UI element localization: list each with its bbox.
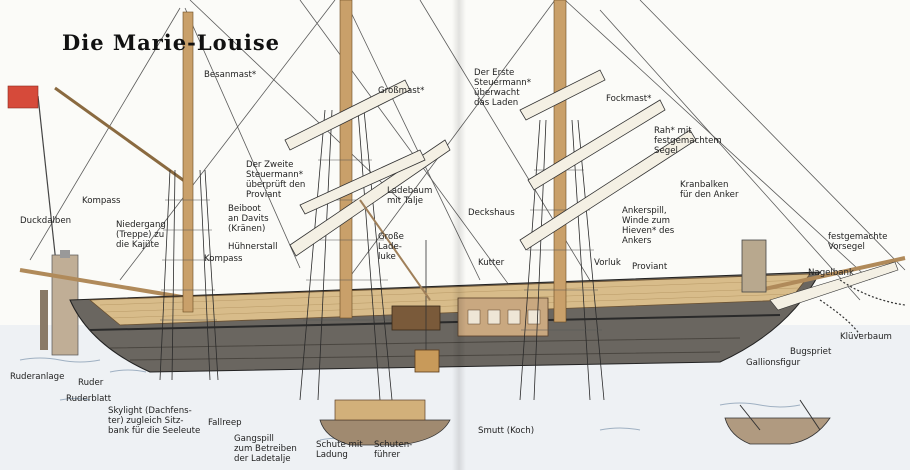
flag (7, 85, 39, 109)
label-fockmast: Fockmast* (606, 94, 652, 104)
label-kranbalken: Kranbalken für den Anker (680, 180, 739, 200)
page-gutter (452, 0, 466, 470)
label-ruderanlage: Ruderanlage (10, 372, 65, 382)
label-vorluk: Vorluk (594, 258, 621, 268)
rowing-boat (724, 417, 831, 445)
label-duckdalben: Duckdalben (20, 216, 72, 226)
yards-furled-sails (284, 69, 697, 257)
deck-planks (99, 279, 806, 319)
cargo-crate (414, 349, 440, 373)
rigging (29, 0, 906, 331)
label-schutenfuehrer: Schuten- führer (374, 440, 413, 460)
bugspriet-spar (759, 256, 906, 292)
gaff (54, 86, 191, 187)
label-grossmast: Großmast* (378, 86, 425, 96)
label-rah: Rah* mit festgemachtem Segel (654, 126, 722, 156)
label-gallionsfigur: Gallionsfigur (746, 358, 801, 368)
label-beiboot: Beiboot an Davits (Kränen) (228, 204, 269, 234)
label-schute: Schute mit Ladung (316, 440, 363, 460)
label-kutter: Kutter (478, 258, 505, 268)
oars (739, 399, 821, 431)
label-niedergang: Niedergang (Treppe) zu die Kajüte (116, 220, 166, 250)
label-bugspriet: Bugspriet (790, 347, 832, 357)
label-klueverbaum: Klüverbaum (840, 332, 892, 342)
schute-cargo (334, 399, 426, 421)
schute-boat (319, 419, 451, 446)
ladebaum-spar (359, 199, 431, 301)
deckshaus-windows (467, 309, 541, 325)
label-huehnerstall: Hühnerstall (228, 242, 278, 252)
label-ruderblatt: Ruderblatt (66, 394, 112, 404)
label-skylight: Skylight (Dachfens- ter) zugleich Sitz- … (108, 406, 201, 436)
label-deckshaus: Deckshaus (468, 208, 515, 218)
label-ankerspill: Ankerspill, Winde zum Hieven* des Ankers (622, 206, 675, 246)
label-ruder: Ruder (78, 378, 104, 388)
label-kompass-top: Kompass (82, 196, 121, 206)
label-zweiter-steuermann: Der Zweite Steuermann* überprüft den Pro… (246, 160, 306, 200)
anchor-chain (819, 279, 906, 336)
nagelbank-tower (741, 239, 767, 293)
label-smutt: Smutt (Koch) (478, 426, 535, 436)
furled-headsails (769, 261, 899, 311)
label-kompass-deck: Kompass (204, 254, 243, 264)
label-grosse-ladeluke: Große Lade- luke (378, 232, 404, 262)
label-fallreep: Fallreep (208, 418, 242, 428)
label-festgemachte-vorsegel: festgemachte Vorsegel (828, 232, 888, 252)
shrouds (159, 109, 605, 401)
ladeluke (391, 305, 441, 331)
label-proviant: Proviant (632, 262, 668, 272)
label-gangspill: Gangspill zum Betreiben der Ladetalje (234, 434, 297, 464)
spanker-boom (19, 268, 201, 302)
label-erster-steuermann: Der Erste Steuermann* überwacht das Lade… (474, 68, 532, 108)
label-ladebaum: Ladebaum mit Talje (387, 186, 433, 206)
page-title: Die Marie-Louise (62, 30, 281, 55)
label-besanmast: Besanmast* (204, 70, 257, 80)
label-nagelbank: Nagelbank (808, 268, 854, 278)
